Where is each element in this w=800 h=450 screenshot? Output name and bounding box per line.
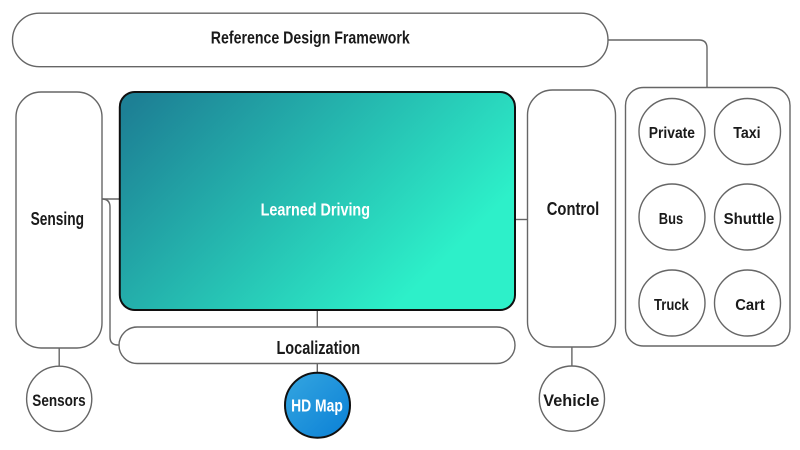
svg-text:Sensing: Sensing xyxy=(31,209,84,229)
svg-text:Localization: Localization xyxy=(276,338,360,358)
svg-text:Private: Private xyxy=(649,125,695,142)
svg-text:Sensors: Sensors xyxy=(32,391,85,410)
svg-text:Bus: Bus xyxy=(659,211,683,228)
svg-text:HD Map: HD Map xyxy=(291,395,343,415)
svg-text:Control: Control xyxy=(547,199,600,219)
svg-text:Shuttle: Shuttle xyxy=(724,211,775,228)
svg-text:Taxi: Taxi xyxy=(733,125,760,142)
svg-text:Cart: Cart xyxy=(735,297,765,314)
svg-text:Reference Design Framework: Reference Design Framework xyxy=(211,27,410,47)
svg-text:Vehicle: Vehicle xyxy=(543,391,599,410)
svg-text:Truck: Truck xyxy=(654,297,689,314)
svg-text:Learned Driving: Learned Driving xyxy=(261,199,370,219)
